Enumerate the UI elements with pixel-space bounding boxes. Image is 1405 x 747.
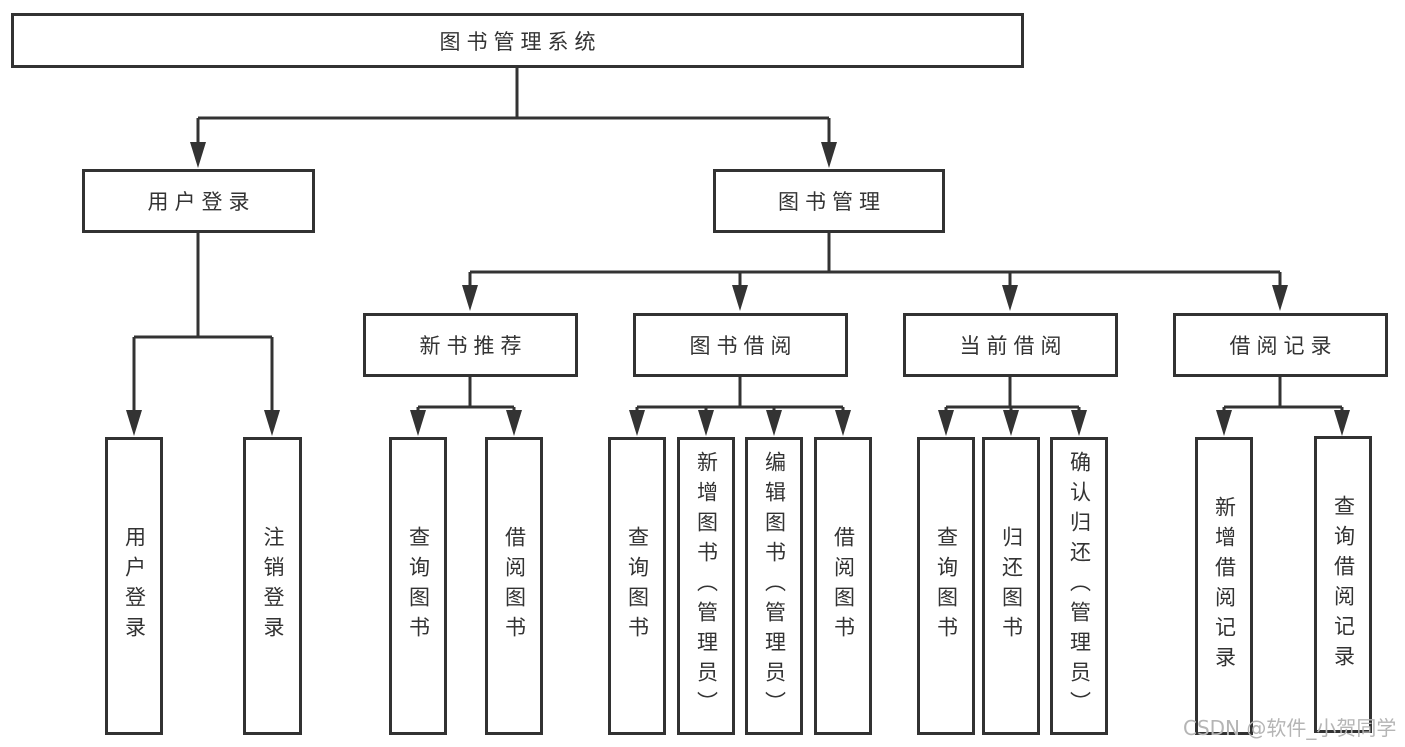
node-label: 图书借阅: [689, 334, 798, 358]
node-label: 编辑图书（管理员）: [762, 451, 787, 721]
node-label: 借阅图书: [502, 526, 527, 646]
node-book-management-branch: 图书管理: [713, 169, 945, 233]
leaf-query-borrow-record: 查询借阅记录: [1314, 436, 1372, 733]
node-label: 确认归还（管理员）: [1067, 451, 1092, 721]
node-label: 查询图书: [406, 526, 431, 646]
node-borrowing-records: 借阅记录: [1173, 313, 1388, 377]
node-library-management-system: 图书管理系统: [11, 13, 1024, 68]
leaf-return-books: 归还图书: [982, 437, 1040, 735]
node-label: 图书管理: [778, 190, 886, 214]
leaf-add-borrow-record: 新增借阅记录: [1195, 437, 1253, 735]
node-new-book-recommendation: 新书推荐: [363, 313, 578, 377]
leaf-edit-books-admin: 编辑图书（管理员）: [745, 437, 803, 735]
leaf-logout: 注销登录: [243, 437, 302, 735]
node-label: 图书管理系统: [439, 29, 602, 54]
node-label: 借阅记录: [1229, 334, 1338, 358]
leaf-query-books-current: 查询图书: [917, 437, 975, 735]
node-label: 查询图书: [934, 526, 959, 646]
node-label: 用户登录: [122, 526, 147, 646]
node-label: 新增借阅记录: [1212, 496, 1237, 676]
node-label: 归还图书: [999, 526, 1024, 646]
node-label: 借阅图书: [831, 526, 856, 646]
node-label: 当前借阅: [959, 334, 1068, 358]
leaf-add-books-admin: 新增图书（管理员）: [677, 437, 735, 735]
node-label: 查询图书: [625, 526, 650, 646]
leaf-user-login: 用户登录: [105, 437, 163, 735]
node-user-login-branch: 用户登录: [82, 169, 315, 233]
leaf-confirm-return-admin: 确认归还（管理员）: [1050, 437, 1108, 735]
node-current-borrowing: 当前借阅: [903, 313, 1118, 377]
leaf-borrow-books-recommend: 借阅图书: [485, 437, 543, 735]
node-label: 新书推荐: [419, 334, 528, 358]
node-label: 注销登录: [261, 526, 285, 646]
leaf-query-books-recommend: 查询图书: [389, 437, 447, 735]
csdn-watermark: CSDN @软件_小贺同学: [1183, 716, 1397, 740]
node-label: 查询借阅记录: [1331, 494, 1356, 675]
node-book-borrowing: 图书借阅: [633, 313, 848, 377]
node-label: 新增图书（管理员）: [694, 451, 719, 721]
leaf-query-books-borrowing: 查询图书: [608, 437, 666, 735]
leaf-borrow-books-borrowing: 借阅图书: [814, 437, 872, 735]
node-label: 用户登录: [147, 190, 256, 214]
